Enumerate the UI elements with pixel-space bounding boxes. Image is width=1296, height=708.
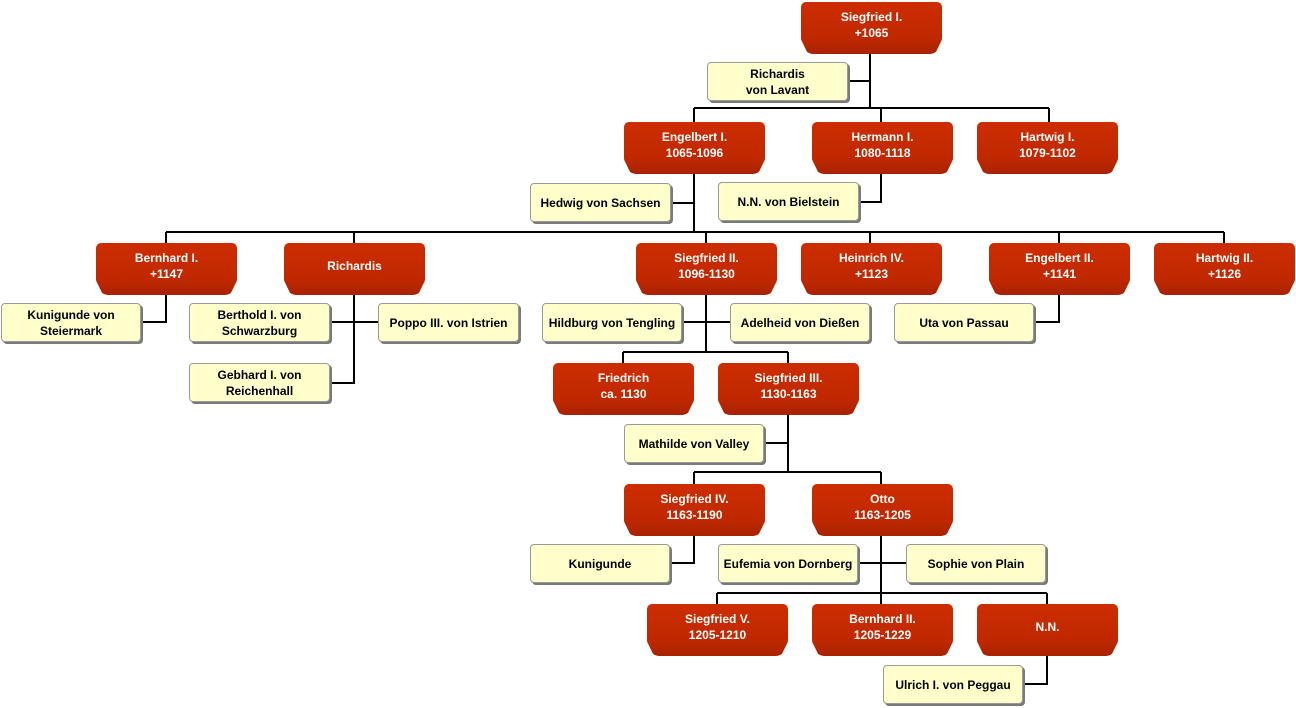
spouse-name: Richardis <box>750 66 805 81</box>
spouse-name: Berthold I. von <box>217 307 302 322</box>
person-name: N.N. <box>1035 620 1060 634</box>
person-nn[interactable]: N.N. <box>977 604 1118 656</box>
person-name: Siegfried I. <box>840 10 903 24</box>
person-name: Hartwig I. <box>1020 130 1075 144</box>
spouse-name: Hildburg von Tengling <box>548 315 676 330</box>
person-dates: ca. 1130 <box>600 387 647 401</box>
person-dates: +1147 <box>149 267 184 281</box>
person-name: Richardis <box>327 259 382 273</box>
connector <box>1034 290 1060 323</box>
spouse-eufemia-von-dornberg[interactable]: Eufemia von Dornberg <box>718 544 858 583</box>
person-richardis[interactable]: Richardis <box>284 243 425 295</box>
spouse-name: Kunigunde von <box>27 307 115 322</box>
spouse-name: Poppo III. von Istrien <box>389 315 508 330</box>
spouse-name: Adelheid von Dießen <box>740 315 860 330</box>
person-hartwig-2[interactable]: Hartwig II. +1126 <box>1154 243 1295 295</box>
spouse-adelheid-von-diessen[interactable]: Adelheid von Dießen <box>730 303 870 342</box>
person-siegfried-2[interactable]: Siegfried II. 1096-1130 <box>636 243 777 295</box>
person-name: Bernhard II. <box>849 612 916 626</box>
connector <box>330 290 355 384</box>
person-name: Siegfried III. <box>754 371 823 385</box>
connector <box>141 290 167 323</box>
person-name: Siegfried V. <box>685 612 750 626</box>
spouse-name: Gebhard I. von <box>217 367 302 382</box>
person-dates: +1065 <box>854 26 889 40</box>
person-dates: +1126 <box>1207 267 1242 281</box>
person-name: Otto <box>870 492 895 506</box>
spouse-uta-von-passau[interactable]: Uta von Passau <box>894 303 1034 342</box>
person-siegfried-3[interactable]: Siegfried III. 1130-1163 <box>718 363 859 415</box>
spouse-ulrich-von-peggau[interactable]: Ulrich I. von Peggau <box>883 665 1023 704</box>
person-dates: 1205-1229 <box>853 628 912 642</box>
person-name: Siegfried II. <box>674 251 739 265</box>
spouse-name: Ulrich I. von Peggau <box>895 677 1011 692</box>
person-name: Hermann I. <box>851 130 914 144</box>
spouse-name: Eufemia von Dornberg <box>723 556 853 571</box>
person-dates: 1130-1163 <box>760 387 817 401</box>
spouse-kunigunde[interactable]: Kunigunde <box>530 544 670 583</box>
person-dates: 1080-1118 <box>854 146 911 160</box>
person-dates: 1079-1102 <box>1019 146 1076 160</box>
person-bernhard-1[interactable]: Bernhard I. +1147 <box>96 243 237 295</box>
spouse-name: Hedwig von Sachsen <box>540 195 661 210</box>
person-name: Heinrich IV. <box>839 251 904 265</box>
spouse-berthold-von-schwarzburg[interactable]: Berthold I. von Schwarzburg <box>189 303 330 342</box>
spouse-name: Mathilde von Valley <box>638 436 750 451</box>
spouse-name-line2: Reichenhall <box>225 383 294 398</box>
spouse-hildburg-von-tengling[interactable]: Hildburg von Tengling <box>542 303 682 342</box>
spouse-kunigunde-von-steiermark[interactable]: Kunigunde von Steiermark <box>1 303 141 342</box>
person-otto[interactable]: Otto 1163-1205 <box>812 484 953 536</box>
connector <box>669 531 695 564</box>
person-name: Siegfried IV. <box>660 492 729 506</box>
spouse-name-line2: von Lavant <box>745 82 810 97</box>
person-dates: 1205-1210 <box>688 628 747 642</box>
connector <box>1022 652 1048 685</box>
spouse-name-line2: Schwarzburg <box>221 323 298 338</box>
person-name: Engelbert II. <box>1025 251 1094 265</box>
person-friedrich[interactable]: Friedrich ca. 1130 <box>553 363 694 415</box>
person-dates: +1141 <box>1042 267 1077 281</box>
spouse-name-line2: Steiermark <box>39 323 103 338</box>
spouse-name: Sophie von Plain <box>927 556 1025 571</box>
person-name: Friedrich <box>597 371 650 385</box>
person-siegfried-5[interactable]: Siegfried V. 1205-1210 <box>647 604 788 656</box>
person-name: Hartwig II. <box>1195 251 1254 265</box>
spouse-richardis-von-lavant[interactable]: Richardis von Lavant <box>707 62 848 101</box>
spouse-nn-von-bielstein[interactable]: N.N. von Bielstein <box>718 182 859 221</box>
spouse-poppo-von-istrien[interactable]: Poppo III. von Istrien <box>378 303 519 342</box>
person-hermann-1[interactable]: Hermann I. 1080-1118 <box>812 122 953 174</box>
person-heinrich-4[interactable]: Heinrich IV. +1123 <box>801 243 942 295</box>
person-dates: 1065-1096 <box>665 146 724 160</box>
person-name: Engelbert I. <box>661 130 728 144</box>
spouse-mathilde-von-valley[interactable]: Mathilde von Valley <box>624 424 764 463</box>
person-hartwig-1[interactable]: Hartwig I. 1079-1102 <box>977 122 1118 174</box>
spouse-sophie-von-plain[interactable]: Sophie von Plain <box>906 544 1046 583</box>
person-dates: 1096-1130 <box>678 267 735 281</box>
spouse-gebhard-von-reichenhall[interactable]: Gebhard I. von Reichenhall <box>189 363 330 402</box>
person-siegfried-4[interactable]: Siegfried IV. 1163-1190 <box>624 484 765 536</box>
person-engelbert-1[interactable]: Engelbert I. 1065-1096 <box>624 122 765 174</box>
person-dates: 1163-1190 <box>666 508 723 522</box>
person-bernhard-2[interactable]: Bernhard II. 1205-1229 <box>812 604 953 656</box>
person-engelbert-2[interactable]: Engelbert II. +1141 <box>989 243 1130 295</box>
connector <box>857 170 882 203</box>
spouse-name: N.N. von Bielstein <box>737 194 840 209</box>
person-dates: 1163-1205 <box>854 508 911 522</box>
spouse-name: Kunigunde <box>568 556 632 571</box>
person-name: Bernhard I. <box>134 251 199 265</box>
spouse-hedwig-von-sachsen[interactable]: Hedwig von Sachsen <box>530 183 671 222</box>
person-dates: +1123 <box>854 267 889 281</box>
spouse-name: Uta von Passau <box>919 315 1009 330</box>
person-siegfried-1[interactable]: Siegfried I. +1065 <box>801 2 942 54</box>
